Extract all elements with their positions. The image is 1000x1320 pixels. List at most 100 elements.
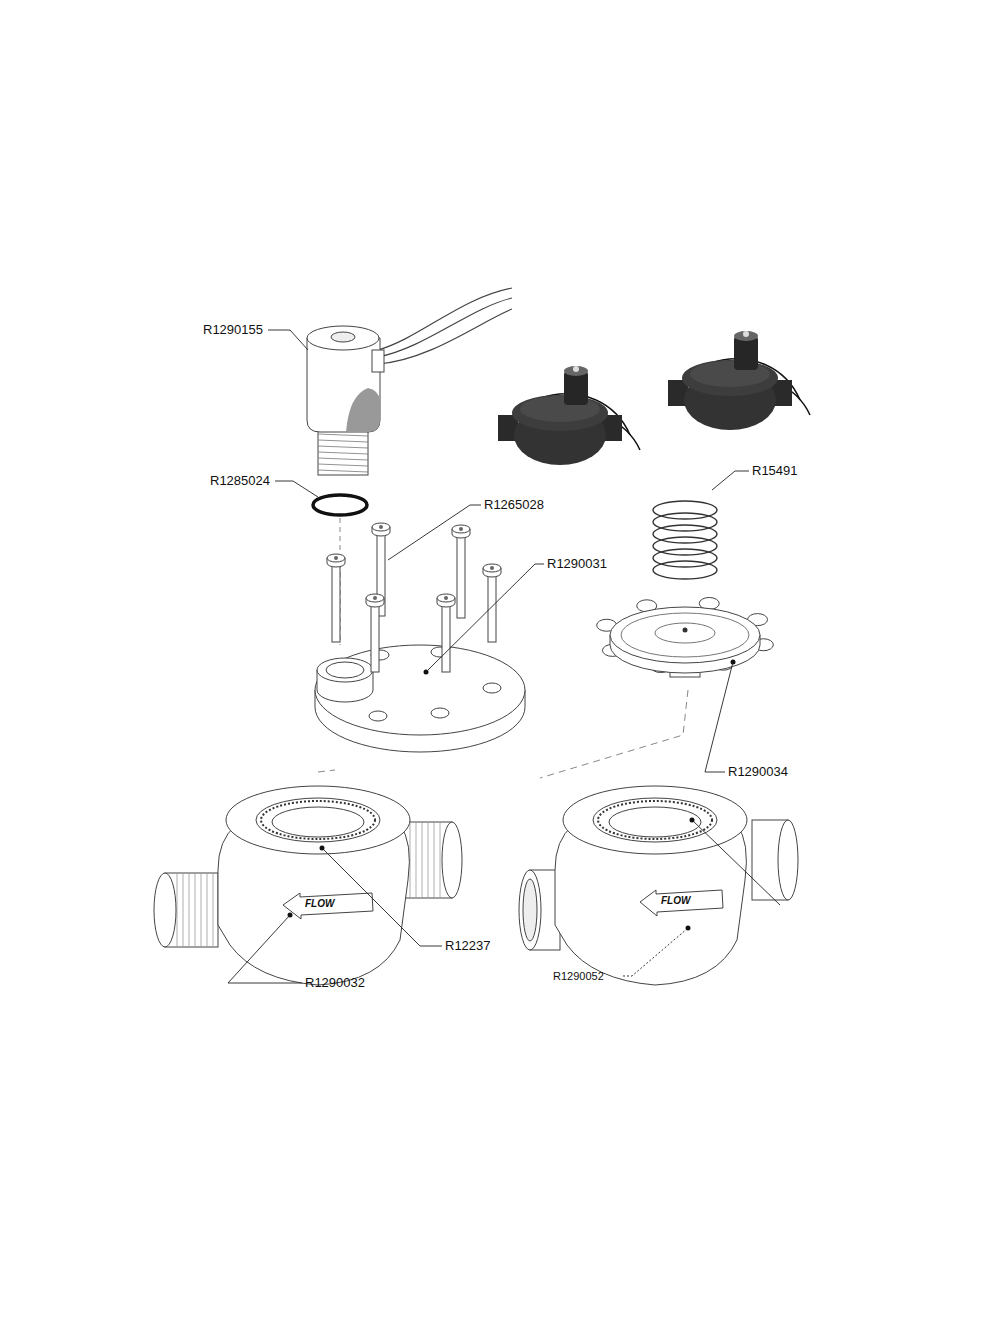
thread-line bbox=[177, 873, 178, 947]
assembly-line bbox=[540, 690, 688, 778]
leader-dot bbox=[320, 846, 325, 851]
leader-dot bbox=[690, 818, 695, 823]
flow-arrow bbox=[283, 893, 373, 919]
screw-top bbox=[437, 594, 455, 602]
screw bbox=[327, 554, 345, 642]
bonnet-port bbox=[326, 662, 364, 678]
screw-shaft bbox=[332, 562, 340, 642]
part-number: R15491 bbox=[752, 464, 798, 478]
solenoid-cap bbox=[331, 332, 355, 342]
leader-line bbox=[388, 505, 481, 560]
solenoid-cap bbox=[564, 366, 588, 376]
valve-bonnet bbox=[682, 360, 778, 396]
thread-line bbox=[318, 434, 368, 436]
solenoid bbox=[564, 371, 588, 405]
solenoid-knob bbox=[743, 331, 749, 337]
screw-shaft bbox=[371, 602, 379, 672]
screw-top bbox=[483, 564, 501, 572]
screw bbox=[437, 594, 455, 672]
solenoid-clip bbox=[372, 350, 384, 372]
leader-line bbox=[228, 915, 302, 983]
screw-shaft bbox=[457, 533, 465, 618]
thread-line bbox=[428, 822, 429, 898]
screw-top bbox=[327, 554, 345, 562]
leader-line bbox=[275, 481, 318, 497]
solenoid-wire bbox=[378, 298, 512, 357]
part-number: R1290032 bbox=[305, 976, 365, 990]
part-number: R1290031 bbox=[547, 557, 607, 571]
thread-line bbox=[416, 822, 417, 898]
part-number: R1285024 bbox=[210, 474, 270, 488]
solenoid-part bbox=[307, 288, 512, 475]
screw-top bbox=[366, 594, 384, 602]
leader-line bbox=[712, 471, 749, 490]
spring-coil bbox=[653, 537, 717, 555]
pipe-end bbox=[519, 870, 541, 950]
bonnet-top bbox=[315, 645, 525, 735]
valve-body-female bbox=[519, 786, 798, 985]
leader-line bbox=[692, 820, 780, 905]
thread-line bbox=[318, 458, 368, 460]
bolt-hole bbox=[431, 708, 449, 718]
leader-line bbox=[322, 848, 442, 946]
valve-photo bbox=[498, 366, 640, 465]
valve-body-male bbox=[154, 786, 462, 985]
leader-dot bbox=[731, 660, 736, 665]
body-flange bbox=[563, 786, 747, 854]
flow-arrow bbox=[640, 890, 723, 916]
screw-socket bbox=[379, 525, 383, 529]
diaphragm-top bbox=[610, 607, 760, 663]
part-number: R1265028 bbox=[484, 498, 544, 512]
pipe-bore bbox=[523, 879, 537, 941]
diaphragm-ring bbox=[621, 613, 749, 657]
o-ring bbox=[313, 495, 367, 515]
body-flange bbox=[226, 786, 410, 854]
thread-line bbox=[201, 873, 202, 947]
thread-line bbox=[422, 822, 423, 898]
spring-coil bbox=[653, 501, 717, 519]
solenoid bbox=[734, 336, 758, 370]
leader-dot bbox=[424, 670, 429, 675]
bonnet-boss-top bbox=[317, 658, 373, 682]
part-number: R12237 bbox=[445, 939, 491, 953]
solenoid-cap bbox=[734, 331, 758, 341]
seat-bore bbox=[272, 807, 364, 837]
leader-line bbox=[623, 928, 688, 976]
pipe-end bbox=[442, 822, 462, 898]
valve-photo bbox=[668, 331, 810, 430]
leader-line bbox=[268, 330, 308, 350]
flow-marking: FLOW bbox=[305, 898, 334, 909]
seat-ring bbox=[256, 798, 380, 842]
thread-line bbox=[318, 470, 368, 472]
leader-dot bbox=[288, 913, 293, 918]
screw-socket bbox=[334, 556, 338, 560]
screw bbox=[366, 594, 384, 672]
spring-coil bbox=[653, 561, 717, 579]
spring-coil bbox=[653, 525, 717, 543]
pipe-end bbox=[154, 873, 176, 947]
screw-shaft bbox=[442, 602, 450, 672]
thread-line bbox=[195, 873, 196, 947]
leader-line bbox=[705, 662, 733, 772]
thread-line bbox=[318, 464, 368, 466]
seat-bore bbox=[609, 807, 701, 837]
spring-part bbox=[653, 501, 717, 579]
screw-socket bbox=[459, 527, 463, 531]
screw-socket bbox=[373, 596, 377, 600]
solenoid-wire bbox=[378, 309, 512, 364]
pipe-end bbox=[778, 820, 798, 900]
bolt-hole bbox=[369, 711, 387, 721]
leader-line bbox=[428, 564, 544, 670]
thread-line bbox=[183, 873, 184, 947]
screw-socket bbox=[490, 566, 494, 570]
seat-teeth bbox=[598, 801, 712, 839]
thread-line bbox=[318, 452, 368, 454]
thread-line bbox=[189, 873, 190, 947]
diaphragm-pin bbox=[683, 628, 688, 633]
solenoid-shade bbox=[346, 388, 380, 432]
seat-ring bbox=[593, 798, 717, 842]
screw-top bbox=[452, 525, 470, 533]
solenoid-thread bbox=[318, 428, 368, 475]
